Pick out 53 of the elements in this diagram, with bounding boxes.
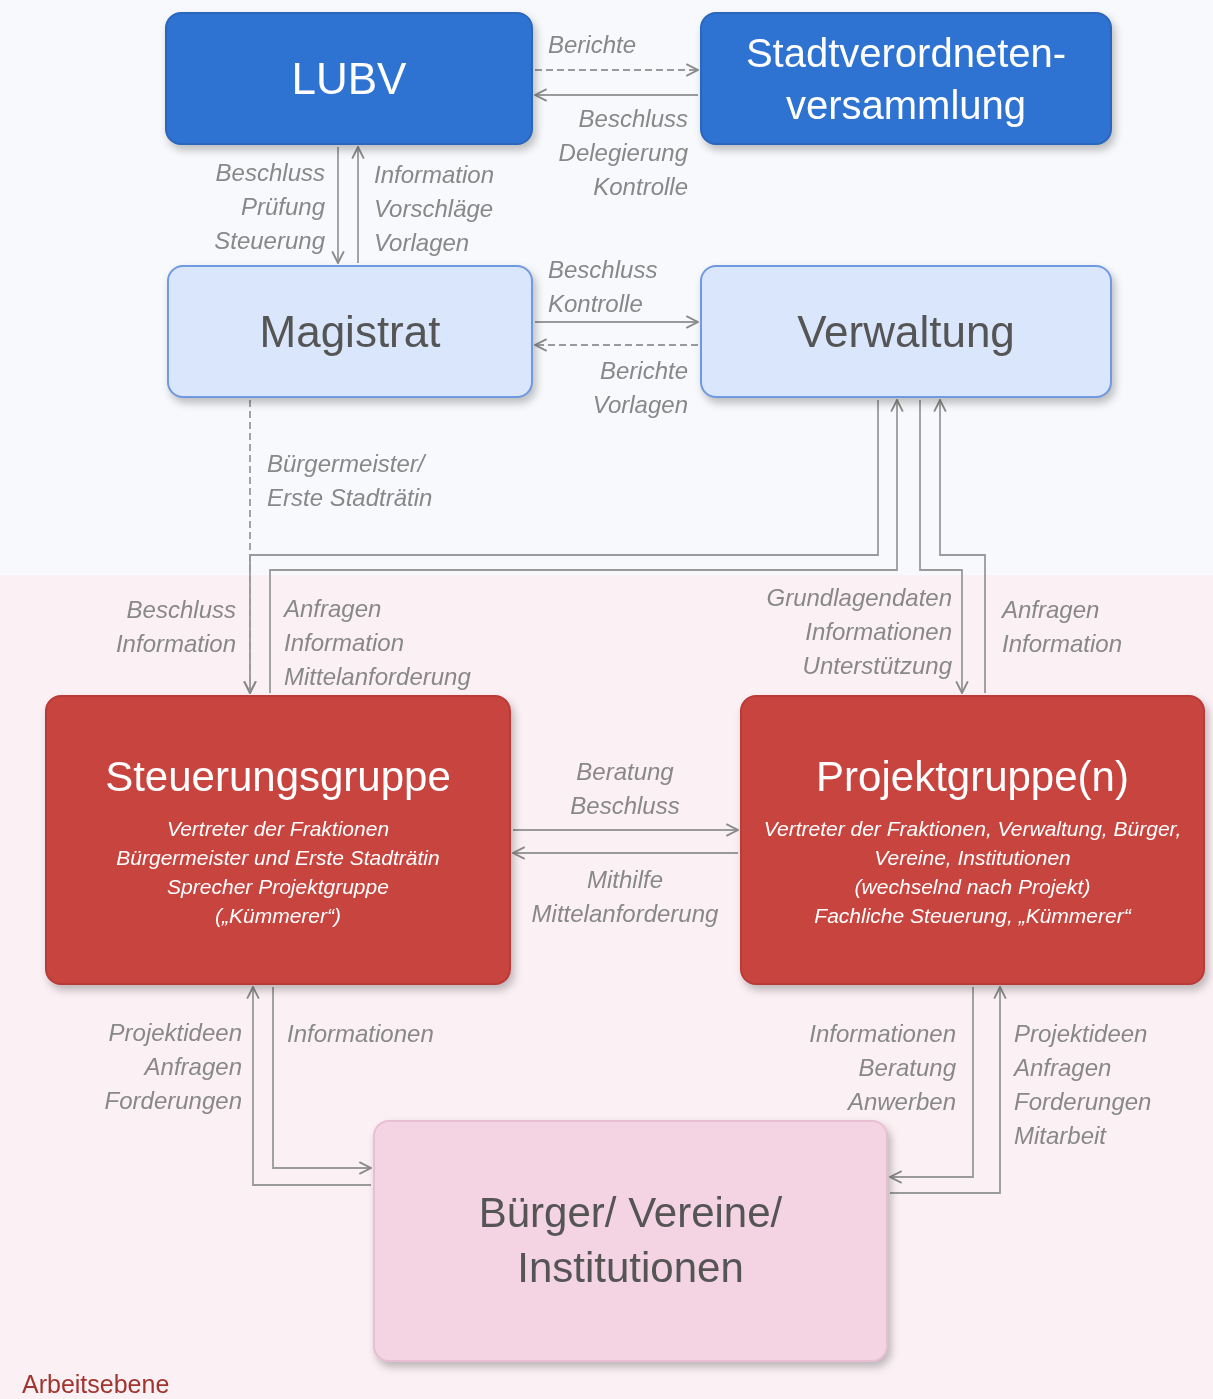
edge-label: Beschluss Delegierung Kontrolle — [558, 104, 688, 202]
body-box — [700, 265, 1112, 398]
arrow — [889, 986, 1007, 1194]
edge-label: Projektideen Anfragen Forderungen — [104, 1018, 242, 1116]
edge-label: Informationen Beratung Anwerben — [809, 1019, 956, 1117]
arrow — [534, 338, 699, 352]
edge-label: Information Vorschläge Vorlagen — [374, 160, 495, 258]
edge-label: Bürgermeister/ Erste Stadträtin — [267, 449, 434, 513]
arrow — [512, 846, 739, 860]
arrow — [246, 986, 372, 1186]
arrow — [919, 399, 969, 694]
arrow — [889, 986, 974, 1184]
edge-label: Beschluss Kontrolle — [548, 255, 658, 319]
edge-label: Beschluss Prüfung Steuerung — [214, 158, 325, 256]
node-title: Verwaltung — [797, 305, 1015, 358]
node-title: Projektgruppe(n) — [816, 751, 1129, 802]
node-title: LUBV — [291, 52, 407, 105]
edge-label: Anfragen Information Mittelanforderung — [284, 594, 471, 692]
edge-label: Berichte — [548, 30, 637, 60]
arrow — [534, 88, 699, 102]
edge-label: Beschluss Information — [115, 595, 236, 659]
node-description: Bürgermeister und Erste Stadträtin — [116, 845, 440, 872]
body-box — [700, 12, 1112, 145]
edge-label: Mithilfe Mittelanforderung — [531, 865, 719, 929]
group-box — [740, 695, 1205, 985]
node-description: Fachliche Steuerung, „Kümmerer“ — [814, 903, 1131, 930]
arrow — [534, 315, 699, 329]
node-description: Sprecher Projektgruppe — [167, 874, 389, 901]
node-title: Magistrat — [259, 305, 441, 358]
body-box — [167, 265, 533, 398]
edge-label: Berichte Vorlagen — [592, 356, 688, 420]
node-description: (wechselnd nach Projekt) — [854, 874, 1091, 901]
arrow — [534, 63, 699, 77]
edge-label: Grundlagendaten Informationen Unterstützung — [766, 583, 952, 681]
node-title: Bürger/ Vereine/ Institutionen — [477, 1188, 784, 1293]
edge-label: Informationen — [287, 1019, 434, 1049]
node-description: Vertreter der Fraktionen, Verwaltung, Bürger, Vereine, Institutionen — [762, 816, 1183, 872]
node-title: Steuerungsgruppe — [105, 751, 451, 802]
edge-label: Anfragen Information — [1002, 595, 1123, 659]
arrow — [512, 823, 739, 837]
edge-label: Projektideen Anfragen Forderungen Mitarbeit — [1014, 1019, 1152, 1151]
edge-label: Beratung Beschluss — [570, 757, 680, 821]
citizens-box — [373, 1120, 888, 1362]
level-label: Arbeitsebene — [22, 1370, 170, 1399]
arrow — [331, 146, 345, 264]
arrow — [351, 146, 365, 264]
node-title: Stadtverordneten-versammlung — [744, 29, 1068, 129]
body-box — [165, 12, 533, 145]
node-description: („Kümmerer“) — [215, 903, 341, 930]
arrow — [272, 986, 372, 1175]
group-box — [45, 695, 511, 985]
arrow — [933, 399, 986, 694]
node-description: Vertreter der Fraktionen — [166, 816, 390, 843]
